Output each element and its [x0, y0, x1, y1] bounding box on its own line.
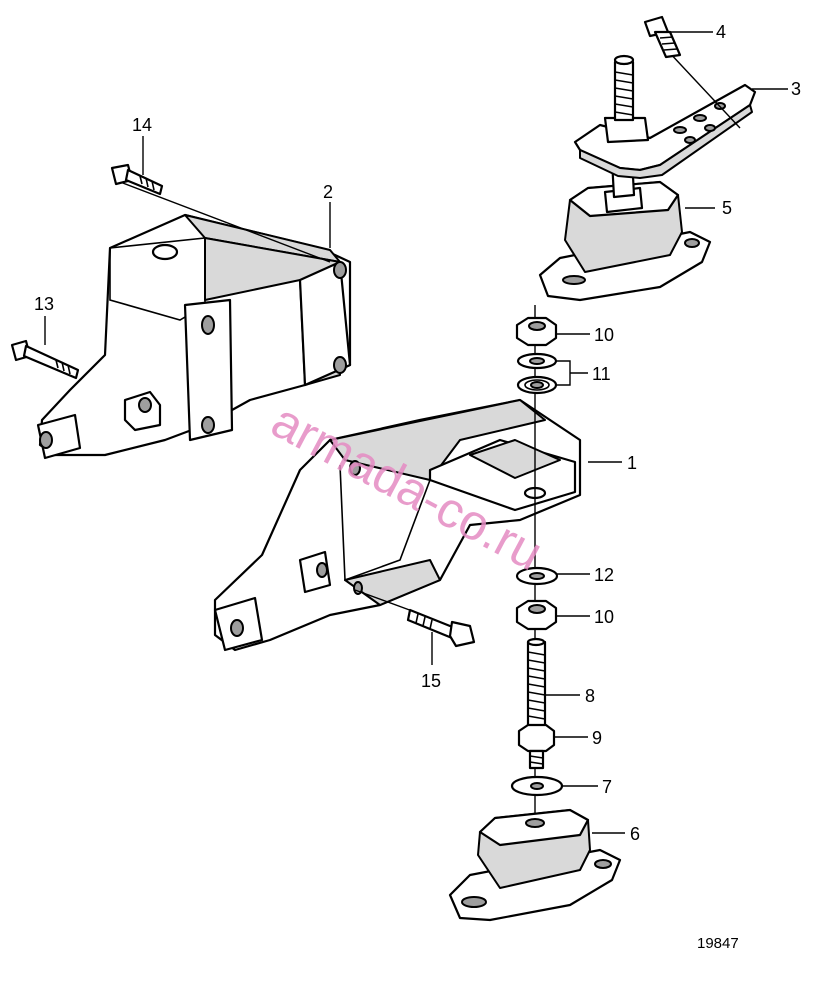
- callout-6: 6: [630, 824, 640, 844]
- nut-part-10-lower: [515, 599, 558, 631]
- callout-2: 2: [323, 182, 333, 202]
- nut-part-10-upper: [515, 316, 558, 347]
- washer-part-7: [510, 775, 564, 797]
- stud-part-8: [526, 637, 547, 730]
- callout-7: 7: [602, 777, 612, 797]
- callout-labels: 1 2 3 4 5 6 7 8 9 10 11 12 10 13 14 15: [34, 22, 801, 844]
- callout-14: 14: [132, 115, 152, 135]
- callout-10-upper: 10: [594, 325, 614, 345]
- callout-1: 1: [627, 453, 637, 473]
- rubber-mount-part-6: [448, 808, 622, 922]
- callout-10-lower: 10: [594, 607, 614, 627]
- nut-part-9: [517, 723, 556, 770]
- callout-8: 8: [585, 686, 595, 706]
- callout-9: 9: [592, 728, 602, 748]
- callout-5: 5: [722, 198, 732, 218]
- plate-part-3: [573, 54, 757, 179]
- callout-leaders: [44, 31, 788, 834]
- callout-13: 13: [34, 294, 54, 314]
- bolt-part-15: [354, 589, 476, 648]
- bracket-part-1: [213, 398, 582, 652]
- callout-11: 11: [592, 364, 611, 384]
- rubber-mount-part-5: [538, 156, 712, 302]
- washer-part-11: [516, 352, 558, 395]
- bolt-part-14: [110, 163, 331, 263]
- figure-id: 19847: [697, 935, 739, 952]
- bolt-part-13: [10, 339, 80, 380]
- bracket-part-2: [36, 213, 352, 460]
- callout-15: 15: [421, 671, 441, 691]
- callout-4: 4: [716, 22, 726, 42]
- callout-3: 3: [791, 79, 801, 99]
- washer-part-12: [515, 566, 559, 586]
- callout-12: 12: [594, 565, 614, 585]
